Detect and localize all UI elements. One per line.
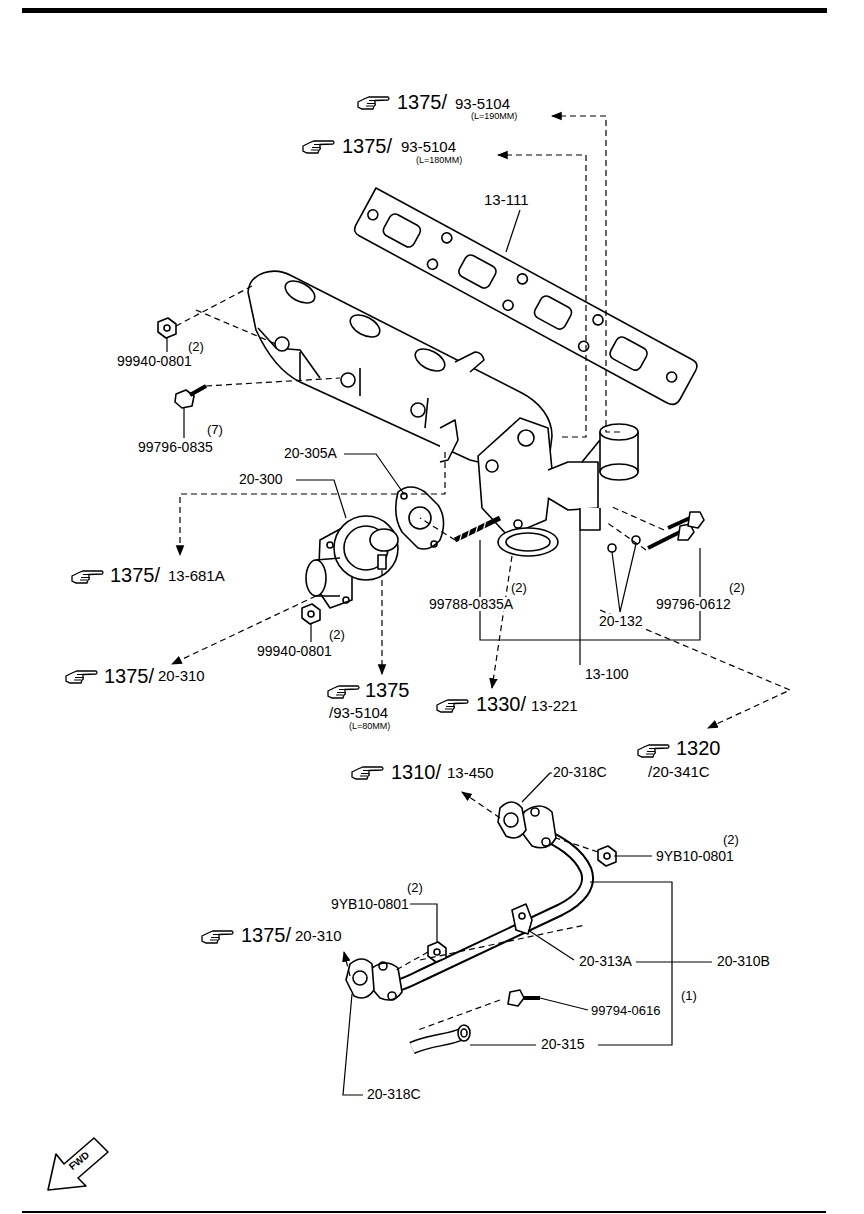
section-reference: 1330/ (475, 694, 527, 714)
section-reference: 1375/ (341, 136, 393, 156)
part-number: /20-341C (647, 764, 711, 779)
quantity: (2) (187, 340, 205, 353)
part-number: 99796-0835 (137, 440, 214, 454)
part-number: 13-681A (167, 568, 226, 583)
part-number: 99788-0835A (428, 597, 514, 611)
length-note: (L=190MM) (470, 112, 518, 121)
part-number: /93-5104 (328, 705, 389, 720)
part-number: 20-315 (540, 1037, 586, 1051)
part-number: 13-450 (446, 765, 495, 780)
quantity: (1) (680, 989, 698, 1002)
quantity: (7) (206, 423, 224, 436)
part-number: 20-313A (578, 954, 633, 968)
section-reference: 1320 (675, 738, 722, 758)
quantity: (2) (728, 581, 746, 594)
part-number: 20-318C (366, 1087, 422, 1101)
length-note: (L=180MM) (415, 156, 463, 165)
part-number: 99796-0612 (655, 597, 732, 611)
part-number: 99940-0801 (116, 354, 193, 368)
part-number: 93-5104 (400, 139, 457, 154)
part-number: 20-310 (157, 668, 206, 683)
part-number: 99940-0801 (256, 644, 333, 658)
part-number: 20-310 (294, 928, 343, 943)
part-number: 20-310B (716, 954, 771, 968)
length-note: (L=80MM) (348, 722, 391, 731)
quantity: (2) (328, 628, 346, 641)
part-number: 13-100 (584, 667, 630, 681)
section-reference: 1375/ (109, 565, 161, 585)
section-reference: 1375/ (240, 925, 292, 945)
quantity: (2) (510, 581, 528, 594)
part-number: 13-111 (483, 192, 529, 207)
section-reference: 1375/ (396, 92, 448, 112)
part-number: 9YB10-0801 (655, 849, 735, 863)
section-reference: 1310/ (390, 762, 442, 782)
part-number: 20-132 (598, 614, 644, 628)
part-number: 99794-0616 (590, 1004, 661, 1017)
section-reference: 1375 (364, 680, 411, 700)
part-number: 13-221 (530, 698, 579, 713)
direction-mark: FWD (67, 1149, 92, 1173)
quantity: (2) (722, 833, 740, 846)
section-reference: 1375/ (103, 666, 155, 686)
part-number: 93-5104 (454, 96, 511, 111)
part-number: 9YB10-0801 (330, 897, 410, 911)
part-number: 20-305A (283, 446, 338, 460)
part-number: 20-300 (238, 472, 284, 486)
part-number: 20-318C (552, 765, 608, 779)
quantity: (2) (406, 881, 424, 894)
